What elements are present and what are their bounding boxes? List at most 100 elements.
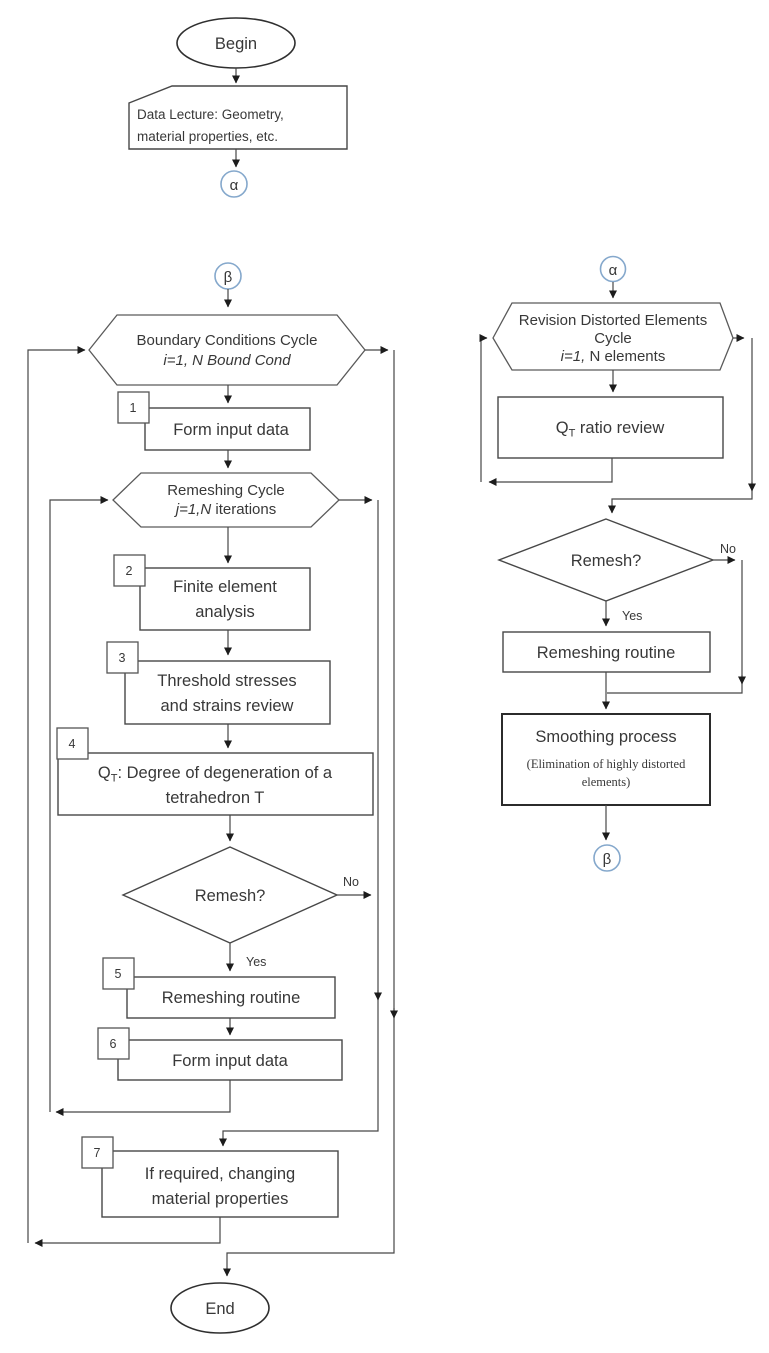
data-input-card: Data Lecture: Geometry, material propert… [128,85,348,150]
edge-remeshing-exit-to-step7 [219,500,379,1147]
step3-badge [106,641,139,674]
process-form-input-1: 1 Form input data [117,391,311,451]
step4-line1: QT: Degree of degeneration of a [98,764,333,785]
qt-review-rest: ratio review [575,419,664,437]
step6-badge [97,1027,130,1060]
smoothing-line3: elements) [582,775,631,789]
smoothing-line1: Smoothing process [535,728,676,746]
step4-num: 4 [69,737,76,751]
step3-line2: and strains review [161,697,294,715]
process-qt-ratio-review: QT ratio review [497,396,724,459]
alpha-right-label: α [609,262,618,279]
step2-num: 2 [126,564,133,578]
process-remeshing-routine-right: Remeshing routine [502,631,711,673]
step7-line2: material properties [152,1190,289,1208]
qt-review-sub: T [569,428,576,440]
step3-num: 3 [119,651,126,665]
beta-right-label: β [603,851,612,868]
step3-box [124,660,331,725]
alpha-top-circle [220,170,248,198]
edge-boundary-exit-to-end [223,350,395,1277]
decision-right-no-label: No [720,542,736,556]
remeshing-line2: j=1,N iterations [174,501,276,518]
decision-right-yes-label: Yes [622,609,642,623]
decision-right-label: Remesh? [571,552,642,570]
decision-remesh-left: Remesh? [121,846,339,944]
step2-badge [113,554,146,587]
step6-label: Form input data [172,1052,288,1070]
edge-feedback-into-boundary [27,346,86,1243]
revision-line3: i=1, N elements [561,348,666,365]
step4-q: Q [98,764,111,782]
hex-boundary-cycle: Boundary Conditions Cycle i=1, N Bound C… [88,314,366,386]
beta-connector-left: β [214,262,242,290]
data-lecture-line2: material properties, etc. [137,129,278,144]
alpha-top-label: α [230,177,239,194]
revision-line1: Revision Distorted Elements [519,312,707,329]
qt-review-label: QT ratio review [556,419,665,440]
data-lecture-line1: Data Lecture: Geometry, [137,107,284,122]
edge-step7-feedback-out [34,1217,221,1247]
remeshing-line1: Remeshing Cycle [167,482,285,499]
qt-review-box [497,396,724,459]
begin-label: Begin [215,35,257,53]
edge-no-bypass-right [607,560,743,694]
step7-line1: If required, changing [145,1165,295,1183]
begin-terminator: Begin [176,17,296,69]
step7-badge [81,1136,114,1169]
decision-left-label: Remesh? [195,887,266,905]
revision-line3-italic: i=1, [561,348,586,365]
step5-badge [102,957,135,990]
step2-line2: analysis [195,603,255,621]
beta-right-circle [593,844,621,872]
step5-num: 5 [115,967,122,981]
qt-review-q: Q [556,419,569,437]
remeshing-line2-italic: j=1,N [174,501,212,518]
process-remeshing-routine-left: 5 Remeshing routine [102,957,336,1019]
boundary-hex-shape [88,314,366,386]
data-lecture-shape [128,85,348,150]
edge-feedback-into-remeshing [49,496,109,1112]
edge-feedback-into-revision [479,334,488,482]
step1-label: Form input data [173,421,289,439]
smoothing-line2: (Elimination of highly distorted [527,757,686,771]
step4-box [57,752,374,816]
step4-rest: : Degree of degeneration of a [117,764,332,782]
process-fea: 2 Finite element analysis [113,554,311,631]
alpha-right-circle [599,255,627,283]
alpha-connector-right: α [599,255,627,283]
step5-box [126,976,336,1019]
step5-label: Remeshing routine [162,989,301,1007]
step1-badge [117,391,150,424]
step7-num: 7 [94,1146,101,1160]
alpha-connector-top: α [220,170,248,198]
step7-box [101,1150,339,1218]
boundary-line1: Boundary Conditions Cycle [137,332,318,349]
end-terminator: End [170,1282,270,1334]
step4-line2: tetrahedron T [166,789,265,807]
hex-remeshing-cycle: Remeshing Cycle j=1,N iterations [112,472,340,528]
remeshing-routine-right-box [502,631,711,673]
step6-num: 6 [110,1037,117,1051]
remeshing-line2-rest: iterations [211,501,276,518]
remeshing-routine-right-label: Remeshing routine [537,644,676,662]
beta-left-label: β [224,269,233,286]
process-material-properties: 7 If required, changing material propert… [81,1136,339,1218]
edge-step6-feedback-out [55,1080,231,1116]
edge-revision-to-decision [608,338,753,514]
end-label: End [205,1300,234,1318]
hex-revision-cycle: Revision Distorted Elements Cycle i=1, N… [492,302,734,371]
step4-badge [56,727,89,760]
step3-line1: Threshold stresses [157,672,296,690]
process-threshold: 3 Threshold stresses and strains review [106,641,331,725]
revision-line3-rest: N elements [585,348,665,365]
boundary-line2: i=1, N Bound Cond [163,352,291,369]
end-ellipse [170,1282,270,1334]
beta-connector-right: β [593,844,621,872]
process-form-input-2: 6 Form input data [97,1027,343,1081]
process-smoothing: Smoothing process (Elimination of highly… [501,713,711,806]
decision-left-yes-label: Yes [246,955,266,969]
step2-box [139,567,311,631]
